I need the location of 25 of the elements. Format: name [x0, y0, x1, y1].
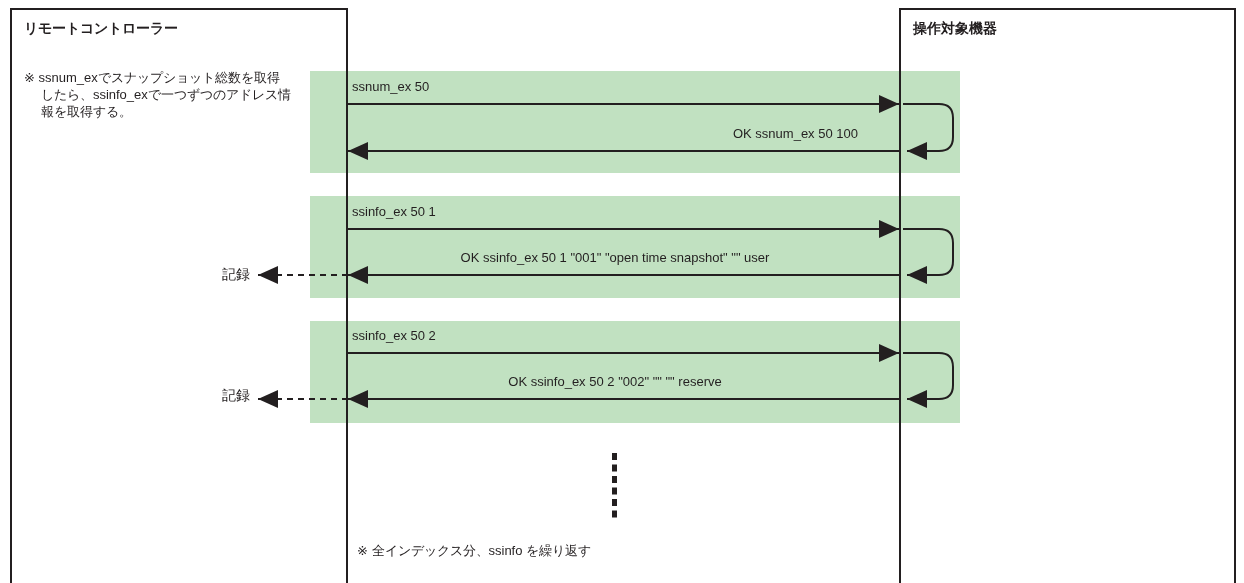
edge-label: OK ssinfo_ex 50 2 "002" "" "" reserve: [506, 374, 724, 390]
lifeline-box: [899, 8, 1236, 583]
message-arrow: [347, 220, 900, 238]
lane-title: 操作対象機器: [913, 20, 997, 38]
edge-label: ssnum_ex 50: [350, 79, 432, 95]
self-loop-arrow: [902, 103, 954, 160]
message-arrow: [347, 266, 900, 284]
self-loop-arrow: [902, 228, 954, 284]
edge-label: ssinfo_ex 50 1: [350, 204, 438, 220]
edge-label: OK ssinfo_ex 50 1 "001" "open time snapshot" "" user: [458, 250, 772, 266]
message-arrow: [347, 390, 900, 408]
lifeline-box: [10, 8, 348, 583]
message-arrow: [347, 344, 900, 362]
note-text: ※ ssnum_exでスナップショット総数を取得したら、ssinfo_exで一つずつのアドレス情報を取得する。: [24, 69, 291, 120]
edge-label: OK ssnum_ex 50 100: [730, 126, 860, 142]
message-arrow: [347, 142, 900, 160]
edge-label: ssinfo_ex 50 2: [350, 328, 438, 344]
dashed-arrow: [257, 266, 349, 284]
record-text: 記録: [222, 386, 256, 406]
dashed-arrow: [257, 390, 349, 408]
note-text: ※ 全インデックス分、ssinfo を繰り返す: [357, 542, 592, 560]
lane-title: リモートコントローラー: [24, 20, 178, 38]
record-text: 記録: [222, 265, 256, 285]
message-arrow: [347, 95, 900, 113]
self-loop-arrow: [902, 352, 954, 408]
